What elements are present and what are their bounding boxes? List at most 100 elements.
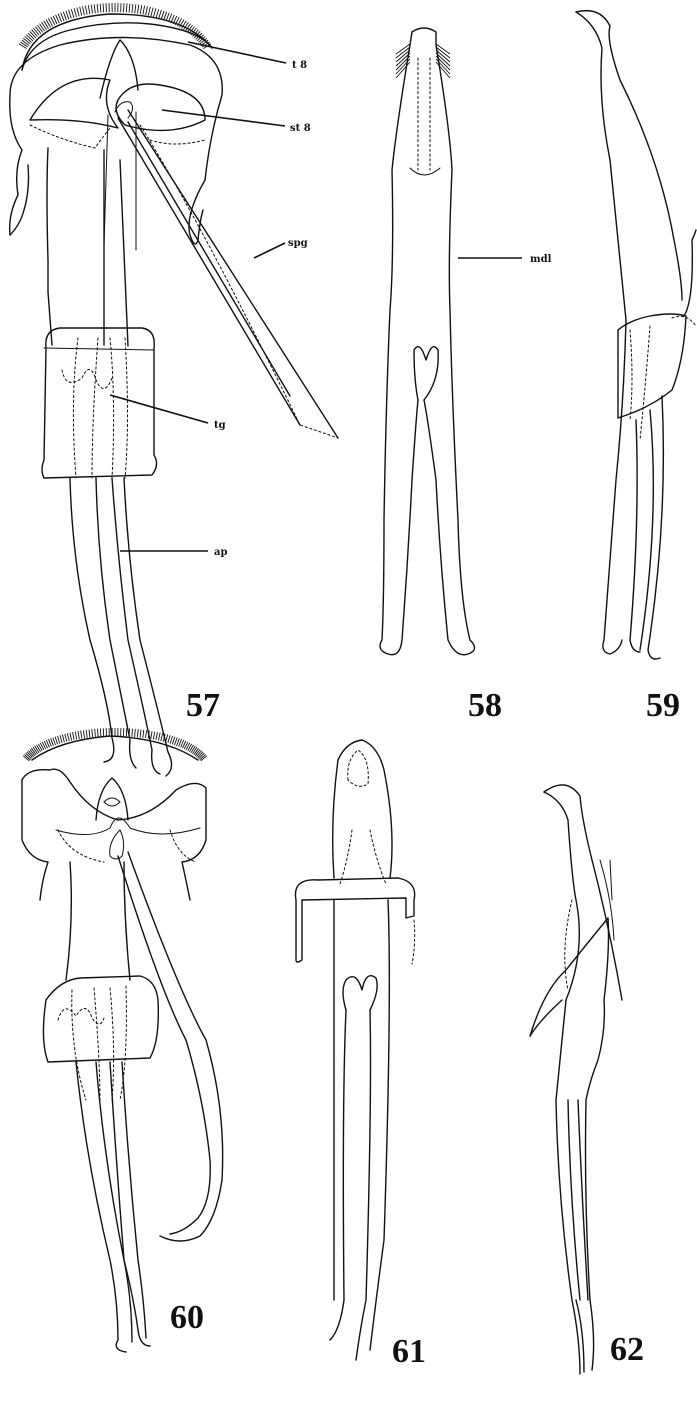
seta	[83, 6, 85, 15]
seta	[85, 6, 87, 15]
seta	[436, 56, 450, 70]
seta	[153, 732, 155, 740]
seta	[396, 59, 410, 74]
seta	[78, 731, 79, 739]
seta	[97, 4, 98, 13]
seta	[132, 729, 133, 737]
seta	[98, 729, 99, 737]
seta	[25, 36, 32, 42]
seta	[396, 56, 410, 70]
seta	[62, 735, 64, 743]
seta	[86, 730, 87, 738]
label-ap: ap	[214, 547, 227, 558]
figure-number-57: 57	[186, 687, 220, 724]
seta	[32, 30, 38, 37]
seta	[140, 730, 141, 738]
seta	[151, 8, 153, 17]
seta	[168, 735, 170, 743]
seta	[70, 733, 72, 741]
seta	[65, 734, 67, 742]
seta	[81, 731, 82, 739]
seta	[30, 31, 36, 38]
seta	[170, 736, 172, 744]
seta	[164, 12, 167, 21]
seta	[156, 732, 158, 740]
seta	[154, 8, 156, 17]
seta	[148, 7, 150, 16]
seta	[20, 42, 27, 47]
label-t8: t 8	[292, 60, 307, 71]
seta	[129, 4, 130, 13]
figure-60-drawing	[22, 728, 223, 1352]
seta	[193, 747, 197, 754]
seta	[69, 10, 72, 19]
figure-58-drawing	[380, 28, 522, 655]
figure-number-62: 62	[610, 1331, 644, 1368]
seta	[22, 40, 29, 46]
seta	[34, 28, 40, 35]
seta	[58, 736, 60, 744]
figure-62-drawing	[530, 785, 622, 1374]
seta	[100, 729, 101, 737]
seta	[151, 731, 152, 739]
seta	[137, 729, 138, 737]
seta	[436, 59, 450, 74]
seta	[89, 730, 90, 738]
seta	[19, 44, 27, 49]
seta	[126, 3, 127, 12]
apical-setae	[396, 44, 450, 78]
figure-number-58: 58	[468, 687, 502, 724]
figure-59-drawing	[576, 11, 696, 659]
seta	[158, 733, 160, 741]
seta	[35, 27, 41, 34]
figure-57-drawing	[10, 3, 338, 776]
seta	[23, 38, 30, 44]
seta	[66, 11, 69, 19]
seta	[60, 735, 62, 743]
label-st8: st 8	[290, 123, 311, 134]
figure-number-61: 61	[392, 1333, 426, 1370]
seta	[80, 7, 82, 16]
seta	[92, 729, 93, 737]
figure-61-drawing	[295, 740, 414, 1360]
seta	[53, 738, 56, 746]
seta	[124, 3, 125, 12]
tergite-8-setae	[23, 728, 207, 761]
seta	[143, 6, 145, 15]
seta	[35, 746, 39, 753]
label-tg: tg	[214, 420, 226, 431]
seta	[77, 8, 79, 17]
label-spg: spg	[288, 238, 308, 249]
seta	[103, 3, 104, 12]
seta	[100, 4, 101, 13]
seta	[143, 730, 144, 738]
seta	[159, 10, 162, 19]
seta	[63, 12, 66, 21]
seta	[28, 33, 34, 39]
seta	[161, 733, 163, 741]
seta	[26, 35, 33, 41]
figure-number-60: 60	[170, 1299, 204, 1336]
seta	[175, 738, 178, 746]
seta	[67, 733, 69, 741]
seta	[146, 730, 147, 738]
seta	[132, 4, 133, 13]
label-mdl: mdl	[530, 254, 552, 265]
seta	[135, 729, 136, 737]
seta	[135, 4, 136, 13]
seta	[74, 8, 76, 17]
seta	[33, 747, 37, 754]
seta	[95, 729, 96, 737]
seta	[75, 732, 77, 740]
seta	[106, 3, 107, 12]
seta	[166, 735, 168, 743]
seta	[88, 5, 90, 14]
seta	[138, 5, 139, 14]
seta	[191, 746, 195, 753]
seta	[55, 737, 58, 745]
seta	[94, 4, 95, 13]
seta	[37, 25, 42, 32]
seta	[83, 730, 84, 738]
seta	[140, 5, 142, 14]
